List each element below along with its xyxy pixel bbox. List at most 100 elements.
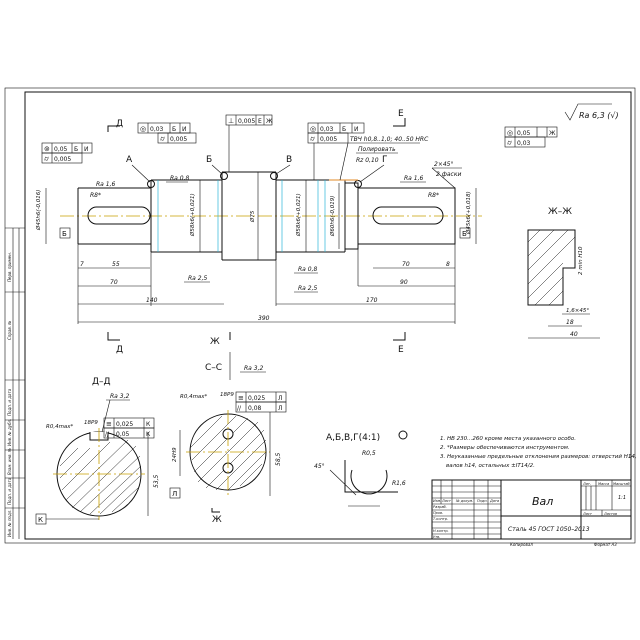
tol-sym: ◎: [310, 125, 316, 133]
main-roughness: Ra 6,3 (√): [564, 103, 619, 121]
section-marker-d: Д Д: [107, 119, 123, 355]
dim-170: 170: [366, 297, 378, 304]
dim-7: 7: [80, 261, 84, 268]
length-dims: 7 55 70 140 390 170 90 70 8: [77, 244, 456, 324]
hardness-text: ТВЧ h0,8..1,0; 40..50 HRC: [350, 136, 429, 143]
tol-sym: //: [237, 405, 242, 412]
tol-frame-a: ◎ 0,03 Б И ⌭ 0,005: [137, 122, 197, 144]
tb-col: Изм.: [433, 499, 441, 503]
roughness-main-text: Ra 6,3 (√): [579, 111, 619, 120]
dim-d6: Ø45k6(+0,018): [465, 191, 472, 235]
tb-row: Т.контр.: [433, 517, 448, 521]
section-marker-e: Е Е: [393, 109, 406, 355]
tol-datum: Б: [74, 146, 78, 153]
tol-val: 0,03: [320, 126, 334, 133]
tol-frame-zh: ◎ 0,05 Ж ⌭ 0,03: [504, 126, 558, 148]
section-d-top: Д: [116, 119, 123, 129]
tb-sheet: Лист: [582, 512, 593, 516]
tol-val: 0,03: [150, 126, 164, 133]
dim-d1: Ø45h6(-0,016): [35, 190, 42, 231]
view-zh-zh: Ж–Ж 2 min H10 1,6×45° 18 40: [527, 207, 600, 339]
tol-val: 0,025: [248, 395, 265, 402]
cc-ra32: Ra 3,2: [244, 365, 263, 372]
dim-8: 8: [446, 261, 450, 268]
section-marker-zh: Ж: [210, 332, 231, 347]
view-dd-title: Д–Д: [92, 377, 111, 387]
tb-copied: Копировал: [510, 542, 533, 547]
tol-val: 0,05: [116, 431, 130, 438]
datum-dd: К: [38, 516, 43, 524]
label-v: В: [286, 155, 292, 165]
tol-frame-right: ◎ 0,03 Б И ⌭ 0,005: [307, 122, 365, 180]
hardness-note: ТВЧ h0,8..1,0; 40..50 HRC Полировать Rz …: [339, 136, 429, 181]
ra-text: Ra 1,6: [404, 175, 423, 182]
tol-val: 0,08: [248, 405, 262, 412]
tol-val: 0,005: [320, 136, 337, 143]
tol-datum: К: [146, 431, 151, 438]
zh-cham: 1,6×45°: [566, 308, 589, 314]
tol-sym: ◎: [507, 129, 513, 137]
diameter-dims: Ø45h6(-0,016) Ø58k6(+0,021) Ø75 Ø58k6(+0…: [35, 172, 477, 260]
tb-sheets: Листов: [603, 512, 617, 516]
cc-left: 24Н9: [172, 447, 178, 462]
dd-vert: 53,5: [153, 474, 160, 488]
tb-row: Пров.: [433, 511, 443, 515]
tol-val: 0,05: [517, 130, 531, 137]
tb-part-name: Вал: [532, 495, 553, 508]
tol-datum: Б: [172, 126, 176, 133]
keyway-right: [372, 206, 444, 225]
tb-col: № докум.: [455, 499, 473, 503]
section-e-bottom: Е: [398, 345, 404, 355]
tol-datum: Л: [278, 395, 283, 402]
tol-datum: Е: [258, 118, 262, 125]
strip-label: Справ. №: [7, 321, 12, 340]
roughness-marks: Ra 1,6 Ra 0,8 Ra 2,5 Ra 0,8 Ra 2,5 Ra 1,…: [90, 175, 439, 293]
strip-label: Взам. инв. №: [7, 448, 12, 475]
strip-label: Перв. примен.: [7, 252, 12, 282]
dd-n9: 18P9: [84, 420, 98, 426]
detail-view: А,Б,В,Г(4:1) R0,5 R1,6 45°: [314, 430, 408, 507]
tb-row: Разраб.: [433, 505, 447, 509]
dim-390: 390: [258, 315, 270, 322]
shaft-right-step: [358, 187, 456, 245]
tol-sym: //: [105, 431, 110, 438]
dim-70-left: 70: [110, 279, 118, 286]
undercut-a: [147, 180, 155, 188]
dim-d4: Ø58k6(+0,021): [295, 193, 302, 237]
note-line: 1. НВ 230...260 кроме места указанного о…: [440, 436, 576, 442]
tb-scale-value: 1:1: [618, 495, 626, 501]
chamfer-text: 2×45°: [434, 161, 453, 168]
strip-label: Инв. № дубл.: [7, 419, 12, 446]
tb-material: Сталь 45 ГОСТ 1050–2013: [508, 526, 590, 533]
strip-label: Подп. и дата: [7, 388, 12, 416]
dim-140: 140: [146, 297, 158, 304]
two-faces-text: 2 фаски: [436, 171, 461, 178]
dim-70-right: 70: [402, 261, 410, 268]
section-e-top: Е: [398, 109, 404, 119]
dim-55: 55: [112, 261, 120, 268]
tol-val: 0,025: [116, 421, 133, 428]
detail-r16: R1,6: [392, 480, 406, 487]
tol-sym: ⌭: [44, 155, 49, 163]
dim-90: 90: [400, 279, 408, 286]
section-zh-bottom: Ж: [210, 337, 220, 347]
tol-datum: Б: [342, 126, 346, 133]
tol-datum: К: [146, 421, 151, 428]
tol-val: 0,05: [54, 146, 68, 153]
shaft-main-view: А Б В Г: [60, 155, 482, 261]
tol-frame-center: ⊥ 0,005 Е Ж: [225, 114, 273, 172]
tol-val: 0,03: [517, 140, 531, 147]
section-d-bottom: Д: [116, 345, 123, 355]
label-b: Б: [206, 155, 212, 165]
view-zh-title: Ж–Ж: [548, 207, 572, 217]
tol-datum: Ж: [266, 118, 273, 125]
datum-right: Б: [462, 230, 467, 238]
zh-depth: 2 min H10: [578, 246, 584, 275]
polish-text: Полировать: [358, 146, 396, 153]
section-zh-bottom-2: Ж: [212, 515, 222, 525]
detail-angle: 45°: [314, 463, 325, 470]
tol-sym: ◎: [140, 125, 146, 133]
shaft-step-d60: [345, 182, 359, 250]
tol-sym: ⌭: [310, 135, 315, 143]
